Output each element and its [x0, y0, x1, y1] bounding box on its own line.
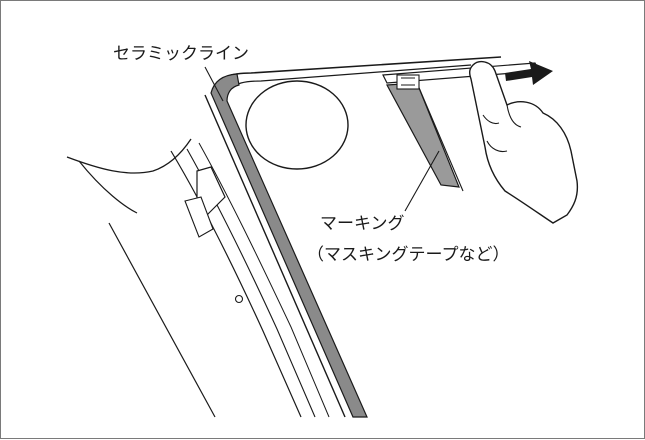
tape-label-tag: [396, 74, 420, 90]
body-curve: [78, 160, 138, 214]
ceramic-line-band: [210, 73, 368, 418]
marking-tape: [386, 82, 460, 188]
tape-tag-mark: [401, 77, 415, 86]
pillar-line-2: [170, 150, 302, 418]
ceramic-line-leader: [204, 66, 224, 102]
glass-left-edge: [204, 94, 346, 418]
ceramic-line-label: セラミックライン: [113, 44, 249, 64]
marking-note-label: （マスキングテープなど）: [307, 245, 510, 265]
clip-detail-2: [184, 196, 214, 238]
body-outer-line: [66, 138, 192, 174]
pillar-line-4: [198, 142, 330, 418]
marking-tape-edge: [416, 82, 464, 192]
pillar-line-1: [108, 222, 216, 418]
marking-leader: [404, 150, 440, 212]
hand-icon: [468, 60, 579, 224]
mirror-base-oval: [245, 80, 349, 170]
pillar-line-3: [186, 148, 316, 418]
marking-label: マーキング: [320, 214, 405, 234]
body-hole: [234, 294, 244, 304]
arrow-right-icon: [505, 61, 553, 85]
